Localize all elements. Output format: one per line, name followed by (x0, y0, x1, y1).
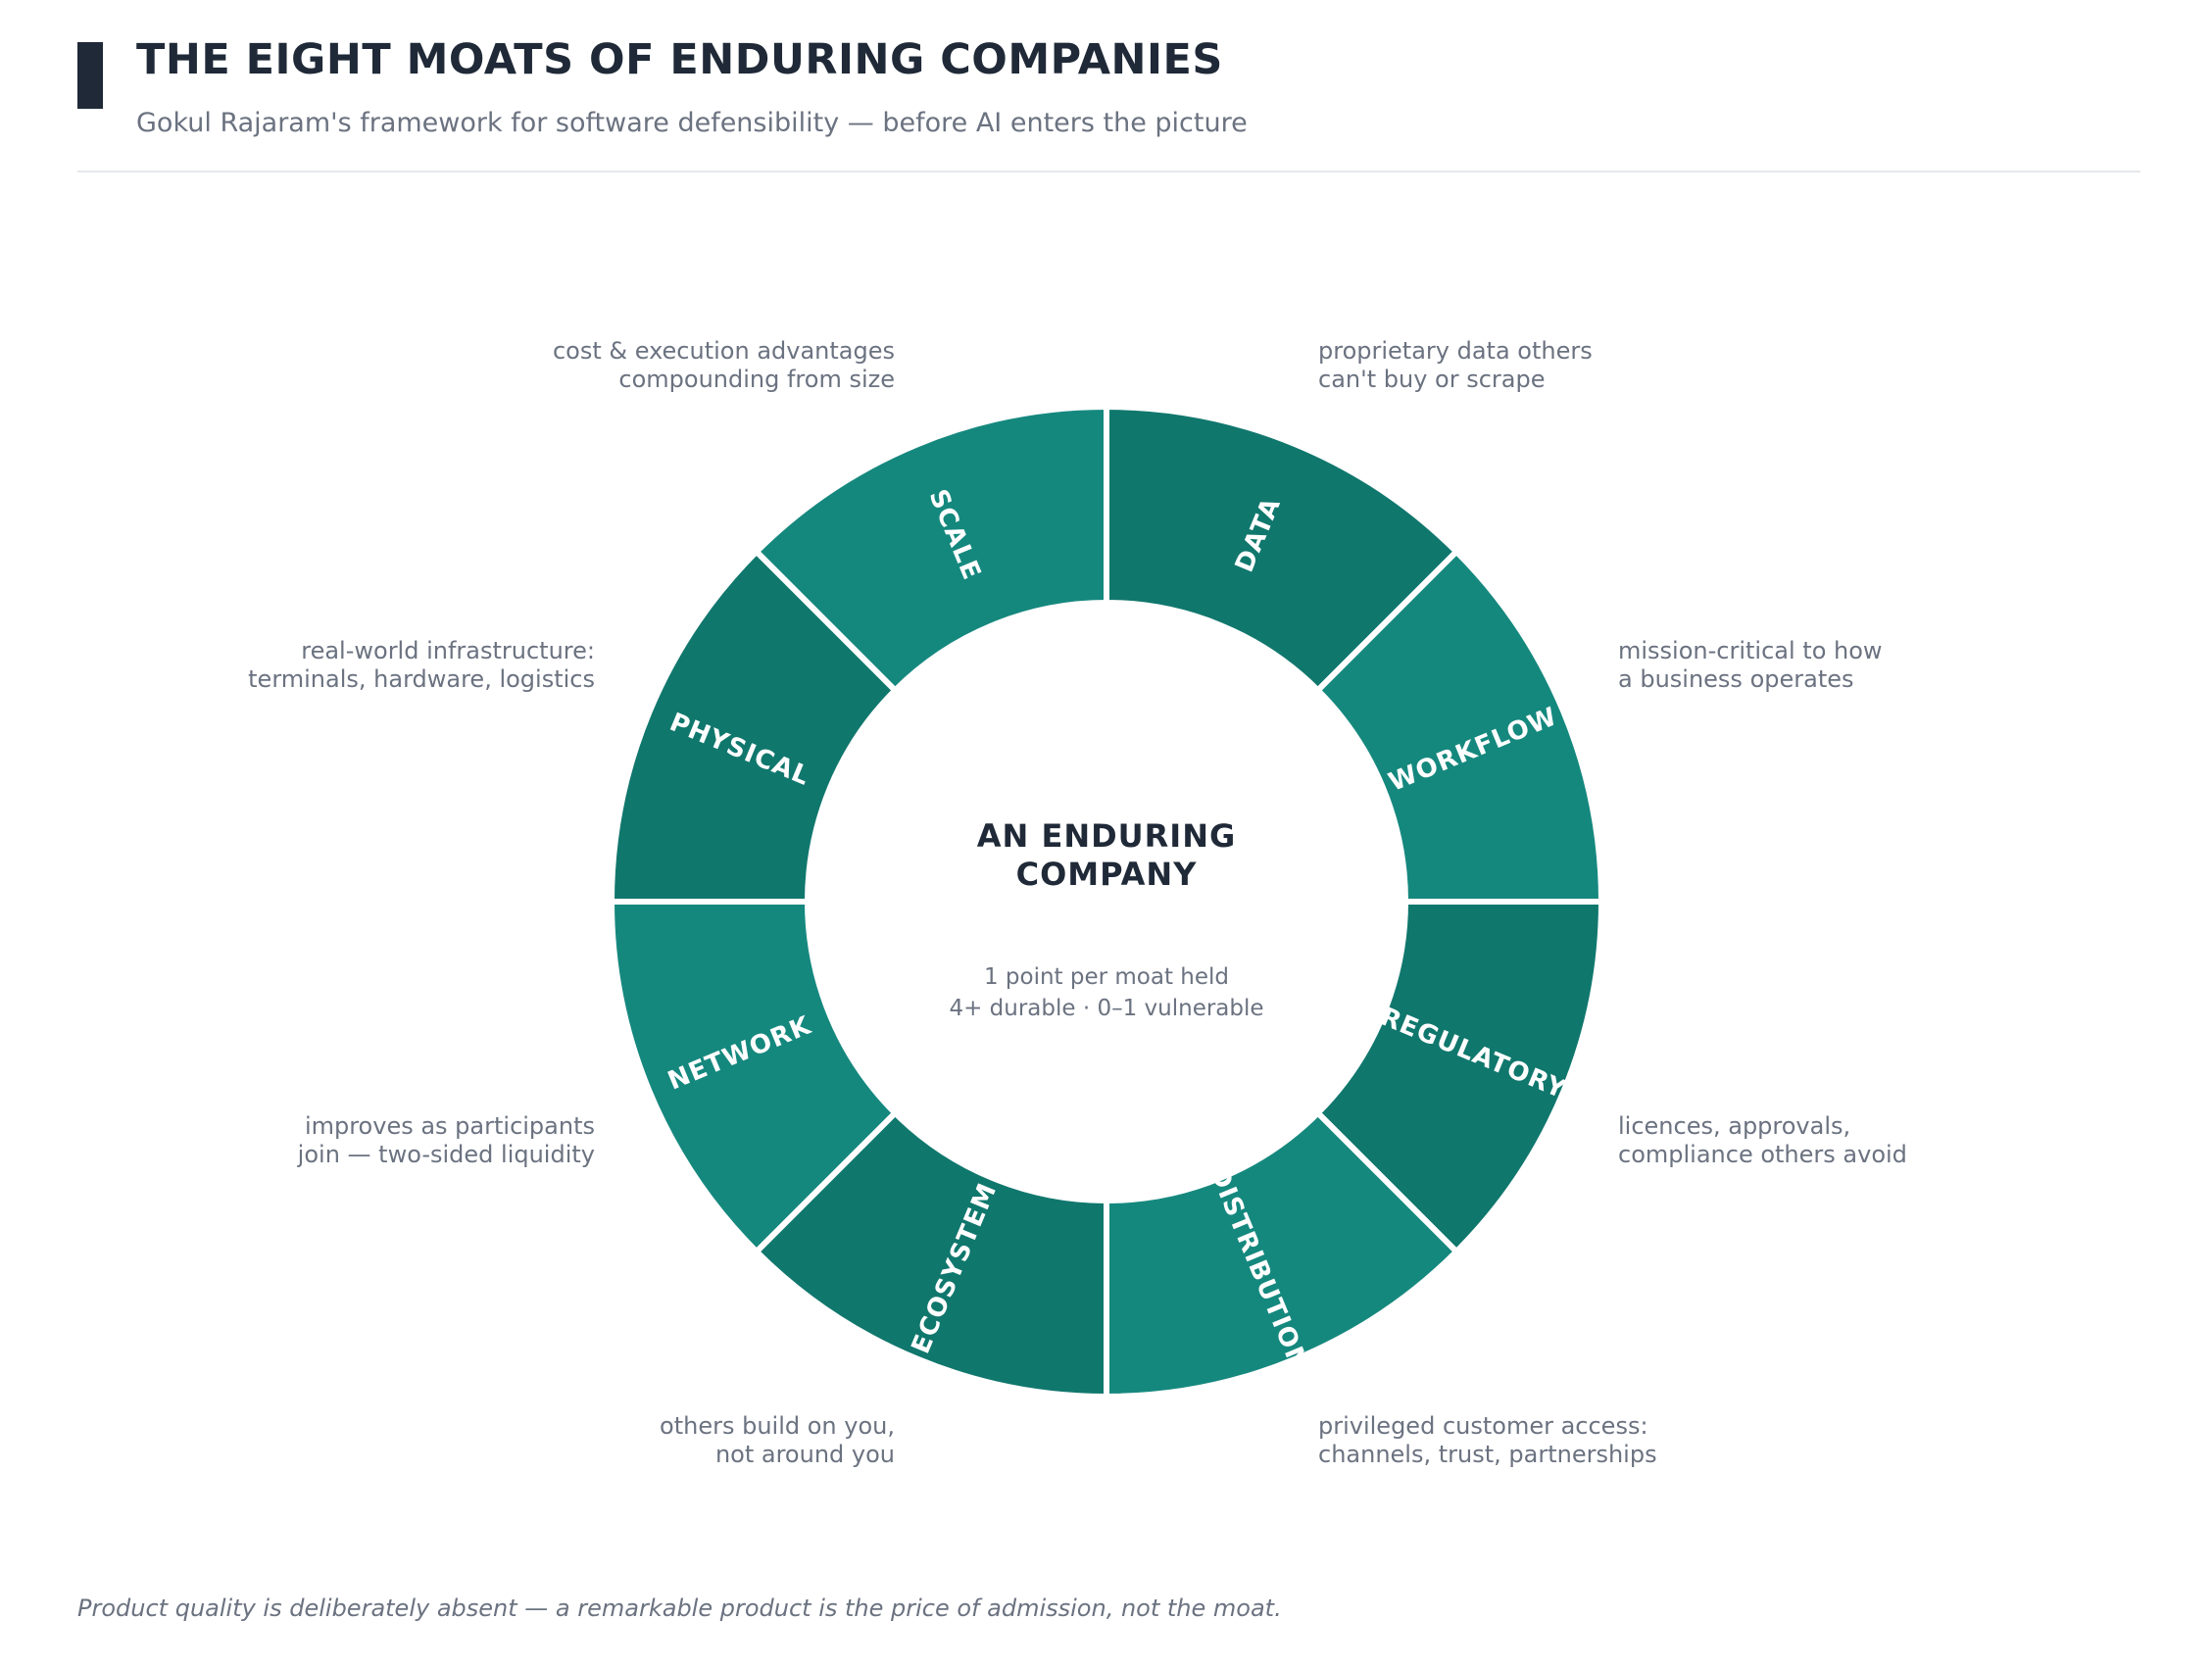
page-subtitle: Gokul Rajaram's framework for software d… (136, 108, 1248, 138)
moat-segment-physical (608, 547, 900, 905)
moat-description-workflow-line-2: a business operates (1618, 665, 1854, 693)
moat-description-scale-line-1: cost & execution advantages (553, 337, 895, 365)
moat-description-regulatory-line-1: licences, approvals, (1618, 1112, 1850, 1140)
moat-segment-network (608, 899, 900, 1256)
moat-description-workflow-line-1: mission-critical to how (1618, 637, 1883, 664)
center-title-line-2: COMPANY (1016, 856, 1198, 893)
page-title: THE EIGHT MOATS OF ENDURING COMPANIES (136, 35, 1223, 84)
moat-description-data-line-2: can't buy or scrape (1318, 366, 1545, 393)
moat-description-scale-line-2: compounding from size (618, 366, 895, 393)
moat-segment-ecosystem (752, 1108, 1109, 1400)
moat-segments: DATAWORKFLOWREGULATORYDISTRIBUTIONECOSYS… (608, 403, 1605, 1400)
moat-description-regulatory-line-2: compliance others avoid (1618, 1141, 1907, 1168)
moat-description-physical-line-1: real-world infrastructure: (301, 637, 595, 664)
moat-description-ecosystem-line-2: not around you (715, 1441, 895, 1468)
moat-segment-distribution (1104, 1108, 1461, 1400)
moat-description-ecosystem-line-1: others build on you, (660, 1412, 895, 1440)
moat-description-network-line-1: improves as participants (305, 1112, 595, 1140)
moat-description-distribution-line-1: privileged customer access: (1318, 1412, 1648, 1440)
moat-description-network-line-2: join — two-sided liquidity (297, 1141, 595, 1168)
moat-description-distribution-line-2: channels, trust, partnerships (1318, 1441, 1657, 1468)
header-divider (77, 171, 2140, 172)
moat-segment-regulatory (1313, 899, 1605, 1256)
center-subtitle-line-2: 4+ durable · 0–1 vulnerable (949, 996, 1263, 1021)
title-accent-bar (77, 42, 103, 109)
moat-segment-data (1104, 403, 1461, 695)
center-title-line-1: AN ENDURING (977, 817, 1236, 855)
footer-note: Product quality is deliberately absent —… (77, 1595, 1282, 1622)
center-subtitle-line-1: 1 point per moat held (984, 964, 1229, 990)
moat-description-data-line-1: proprietary data others (1318, 337, 1593, 365)
moat-description-physical-line-2: terminals, hardware, logistics (248, 665, 595, 693)
moat-segment-scale (752, 403, 1109, 695)
moat-segment-workflow (1313, 547, 1605, 905)
center-label: AN ENDURING COMPANY 1 point per moat hel… (949, 817, 1263, 1021)
